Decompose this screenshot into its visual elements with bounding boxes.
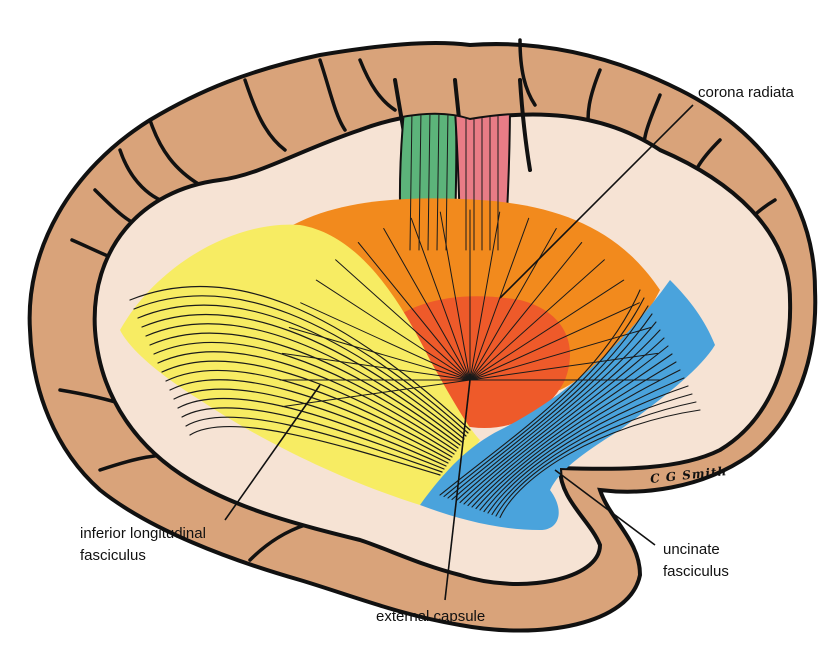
leader-corona-radiata [499,104,694,299]
green-fiber [409,114,413,251]
ilf-fiber [189,425,441,476]
green-fiber [436,114,440,251]
ilf-fiber [145,323,463,443]
uncinate-fiber [455,321,657,502]
corona-fiber [469,228,557,381]
ilf-fiber [169,379,451,461]
uncinate-fiber [467,345,669,507]
uncinate-fiber [479,369,681,511]
corona-fiber [439,211,471,381]
ilf-fiber [181,407,445,470]
uncinate-fasciculus-shape [420,280,715,530]
ilf-fiber [185,416,443,473]
uncinate-fiber [447,305,649,499]
corona-fiber [335,259,471,381]
uncinate-fiber [443,297,645,498]
corona-fiber [357,242,471,381]
uncinate-fiber [471,353,673,508]
corona-fiber [300,302,471,381]
uncinate-fiber [475,361,677,510]
leader-external-capsule [444,379,471,601]
corona-fiber [469,217,530,381]
uncinate-fiber [491,393,693,516]
ilf-fiber [173,388,449,464]
label-inferior-longitudinal-fasciculus-line1: inferior longitudinal [80,525,206,542]
ilf-fiber [165,369,453,458]
corona-fiber [288,327,471,381]
ilf-fiber [141,313,465,440]
corona-fiber [469,302,640,381]
leader-uncinate [554,469,656,546]
label-uncinate-fasciculus-line1: uncinate [663,541,720,558]
corona-fiber [469,279,625,381]
ilf-fiber [157,351,457,452]
label-external-capsule: external capsule [376,608,486,625]
ilf-fiber [153,341,459,449]
corona-fiber [281,379,471,408]
label-corona-radiata: corona radiata [698,84,794,101]
uncinate-fiber [487,385,689,514]
corona-fiber [410,217,471,381]
corona-fiber [281,352,471,381]
leader-inferior-longitudinal [224,384,321,521]
ilf-fiber [137,304,467,437]
uncinate-fiber [495,401,697,517]
ilf-fiber [133,295,469,434]
corona-fiber [383,228,471,381]
corona-fiber [469,242,583,381]
label-uncinate-fasciculus-line2: fasciculus [663,563,729,580]
uncinate-fiber [483,377,685,513]
uncinate-fiber [499,409,701,519]
corona-fiber [469,211,501,381]
leader-lines [224,104,694,601]
green-fiber [418,114,422,251]
ilf-fiber [129,285,471,431]
corona-fiber [469,259,605,381]
ilf-fiber [177,397,447,467]
uncinate-fiber [451,313,653,501]
inferior-longitudinal-fasciculus-shape [120,224,480,505]
uncinate-fiber [463,337,665,505]
corona-fiber [469,352,659,381]
ilf-fiber [161,360,455,455]
fiber-strokes [129,114,701,519]
green-fiber [427,114,431,251]
uncinate-fiber [439,289,641,496]
corona-fiber [315,279,471,381]
ilf-fiber [149,332,461,446]
label-inferior-longitudinal-fasciculus-line2: fasciculus [80,547,146,564]
uncinate-fiber [459,329,661,504]
green-fiber [445,114,449,251]
